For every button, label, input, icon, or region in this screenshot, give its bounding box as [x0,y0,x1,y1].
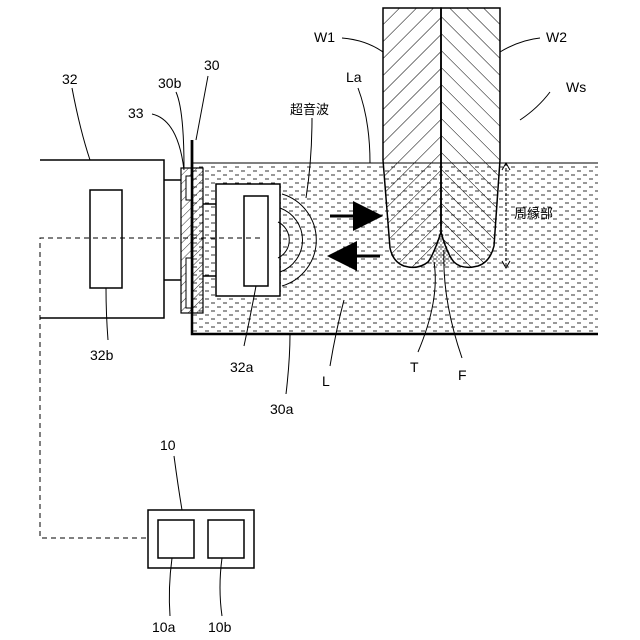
oscillator-circuit-32b [90,190,122,288]
wafer-w2 [441,8,500,267]
label-32: 32 [62,71,78,87]
leader-la [358,88,370,163]
label-30b: 30b [158,75,182,91]
label-32a: 32a [230,359,254,375]
label-30: 30 [204,57,220,73]
label-peripheral: 周縁部 [514,206,553,222]
leader-30a [286,334,290,394]
transducer-element-32a [244,196,268,286]
label-w2: W2 [546,29,567,45]
leader-33 [152,114,184,170]
label-30a: 30a [270,401,294,417]
wafer-w1 [383,8,441,267]
label-10a: 10a [152,619,176,635]
label-la: La [346,69,362,85]
leader-30b [176,92,184,168]
leader-w1 [342,38,383,52]
label-l: L [322,373,330,389]
label-w1: W1 [314,29,335,45]
label-t: T [410,359,419,375]
label-f: F [458,367,467,383]
label-10b: 10b [208,619,232,635]
label-ws: Ws [566,79,586,95]
leader-30 [196,76,208,140]
controller-part-10a [158,520,194,558]
leader-ws [520,92,550,120]
leader-w2 [500,38,540,52]
controller-part-10b [208,520,244,558]
label-ultrasonic: 超音波 [290,102,329,118]
leader-32b [106,288,108,340]
label-33: 33 [128,105,144,121]
leader-10 [174,456,182,510]
label-32b: 32b [90,347,114,363]
label-10: 10 [160,437,176,453]
leader-32 [72,88,90,160]
